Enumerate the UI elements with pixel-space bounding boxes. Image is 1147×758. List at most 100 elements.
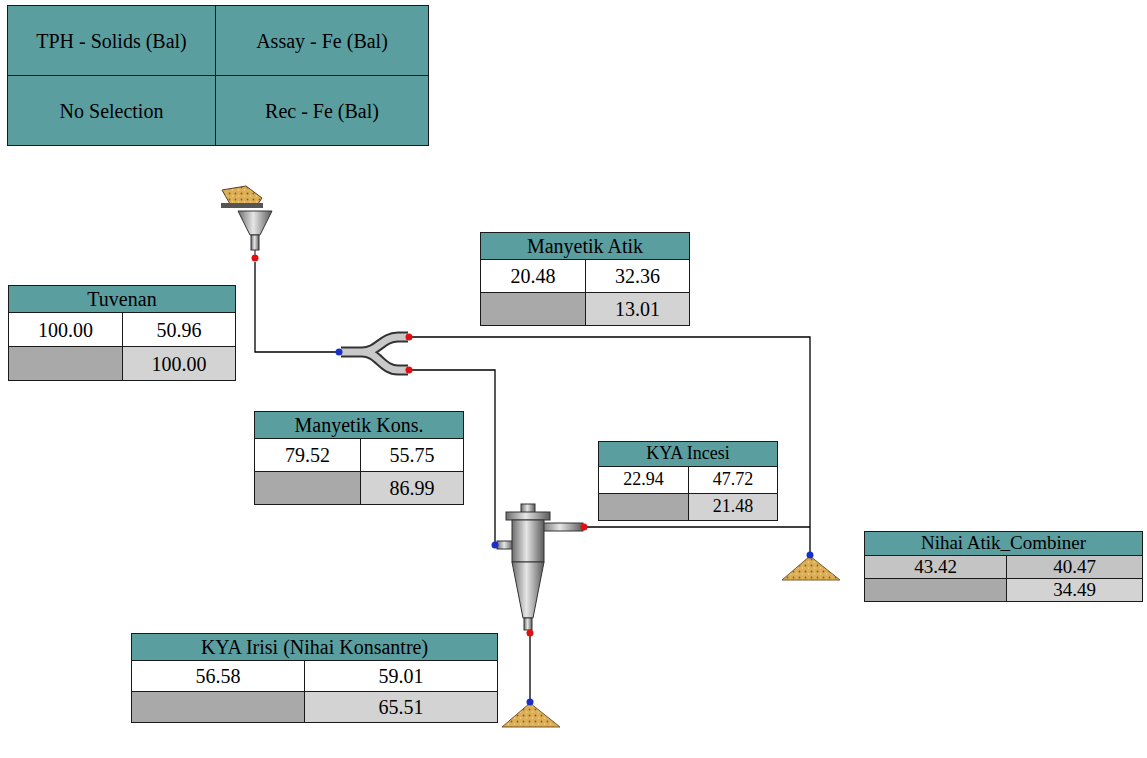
table-cell: 47.72	[689, 467, 777, 493]
table-value: 100.00	[152, 353, 207, 375]
table-value: 43.42	[914, 557, 957, 578]
table-cell: 20.48	[481, 260, 585, 292]
table-cell: 100.00	[9, 313, 122, 346]
table-title: KYA Irisi (Nihai Konsantre)	[201, 636, 428, 658]
table-cell: 32.36	[586, 260, 689, 292]
feeder-icon	[221, 186, 272, 256]
stream-data-table: Nihai Atik_Combiner 43.42 40.4734.49	[864, 531, 1143, 602]
outlet-port	[527, 630, 534, 637]
cyclone-underflow-line	[529, 634, 530, 700]
table-title: KYA Incesi	[646, 444, 730, 464]
table-value: 56.58	[196, 665, 241, 687]
table-value: 59.01	[379, 665, 424, 687]
table-cell: 59.01	[305, 661, 497, 691]
hopper-body	[238, 211, 272, 235]
table-value: 79.52	[285, 444, 330, 466]
table-cell: 43.42	[865, 556, 1006, 578]
table-value: 55.75	[390, 444, 435, 466]
empty-cell	[132, 692, 304, 722]
table-value: 47.72	[713, 470, 754, 490]
separator-outline	[341, 337, 408, 370]
feed-pile	[222, 186, 262, 204]
inlet-port	[527, 699, 534, 706]
outlet-port	[581, 524, 588, 531]
cyclone-cylinder	[512, 520, 544, 562]
table-header-cell: Manyetik Kons.	[255, 412, 463, 438]
table-title: Tuvenan	[87, 288, 156, 310]
display-legend-table: TPH - Solids (Bal) Assay - Fe (Bal) No Sel…	[7, 5, 429, 146]
empty-cell	[255, 472, 360, 504]
table-value: 13.01	[615, 298, 660, 320]
table-header-cell: Tuvenan	[9, 286, 235, 312]
table-header-cell: KYA Incesi	[599, 442, 777, 466]
outlet-port	[406, 367, 413, 374]
table-cell: 65.51	[305, 692, 497, 722]
table-header-cell: KYA Irisi (Nihai Konsantre)	[132, 634, 497, 660]
table-value: 40.47	[1053, 557, 1096, 578]
tailings-stockpile	[782, 556, 840, 580]
empty-cell	[9, 347, 122, 380]
inlet-port	[492, 542, 499, 549]
separator-body	[341, 337, 408, 370]
cyclone-cap	[506, 512, 550, 520]
table-title: Nihai Atik_Combiner	[921, 533, 1086, 554]
empty-cell	[481, 293, 585, 325]
cyclone-inlet	[497, 541, 513, 549]
table-header-cell: Manyetik Atik	[481, 233, 689, 259]
table-cell: 21.48	[689, 494, 777, 520]
table-cell: 13.01	[586, 293, 689, 325]
table-cell: 55.75	[361, 439, 463, 471]
table-value: 50.96	[157, 319, 202, 341]
table-value: No Selection	[60, 100, 164, 122]
table-header-cell: Nihai Atik_Combiner	[865, 532, 1142, 555]
outlet-port	[406, 334, 413, 341]
cyclone-overflow-line	[585, 526, 810, 527]
hopper-spout	[251, 235, 259, 250]
table-title: TPH - Solids (Bal)	[36, 30, 187, 52]
stream-data-table: Manyetik Atik 20.48 32.36 13.01	[480, 232, 690, 326]
inlet-port	[807, 552, 814, 559]
table-value: 65.51	[379, 696, 424, 718]
table-cell: Assay - Fe (Bal)	[216, 6, 428, 75]
table-value: 32.36	[615, 265, 660, 287]
table-cell: 56.58	[132, 661, 304, 691]
table-value: 21.48	[713, 497, 754, 517]
magnetic-separator-icon	[341, 337, 408, 370]
stream-data-table: KYA Irisi (Nihai Konsantre) 56.58 59.01 65.…	[131, 633, 498, 723]
table-title: Manyetik Atik	[527, 235, 643, 257]
table-cell: 50.96	[123, 313, 235, 346]
table-cell: 86.99	[361, 472, 463, 504]
stream-data-table: Manyetik Kons. 79.52 55.75 86.99	[254, 411, 464, 505]
table-cell: 22.94	[599, 467, 688, 493]
empty-cell	[865, 579, 1006, 601]
cyclone-cone	[512, 562, 544, 618]
table-value: Rec - Fe (Bal)	[265, 100, 379, 122]
feed-conveyor	[221, 203, 263, 208]
table-value: 22.94	[623, 470, 664, 490]
table-cell: 34.49	[1007, 579, 1142, 601]
table-cell: Rec - Fe (Bal)	[216, 76, 428, 145]
outlet-port	[252, 255, 259, 262]
table-value: 86.99	[390, 477, 435, 499]
feed-line	[255, 262, 337, 352]
table-cell: 79.52	[255, 439, 360, 471]
empty-cell	[599, 494, 688, 520]
table-title: Manyetik Kons.	[295, 414, 424, 436]
hydrocyclone-icon	[497, 504, 583, 630]
table-value: 20.48	[511, 265, 556, 287]
stream-data-table: KYA Incesi 22.94 47.72 21.48	[598, 441, 778, 521]
cyclone-overflow-pipe	[541, 523, 583, 531]
table-value: 34.49	[1053, 580, 1096, 601]
table-cell: 100.00	[123, 347, 235, 380]
stream-data-table: Tuvenan 100.00 50.96 100.00	[8, 285, 236, 381]
cyclone-apex	[524, 618, 532, 630]
inlet-port	[336, 349, 343, 356]
table-value: Assay - Fe (Bal)	[256, 30, 388, 52]
table-cell: TPH - Solids (Bal)	[8, 6, 215, 75]
concentrate-stockpile	[502, 703, 560, 727]
table-value: 100.00	[38, 319, 93, 341]
table-cell: No Selection	[8, 76, 215, 145]
magnetic-tailings-line	[409, 337, 810, 553]
table-cell: 40.47	[1007, 556, 1142, 578]
